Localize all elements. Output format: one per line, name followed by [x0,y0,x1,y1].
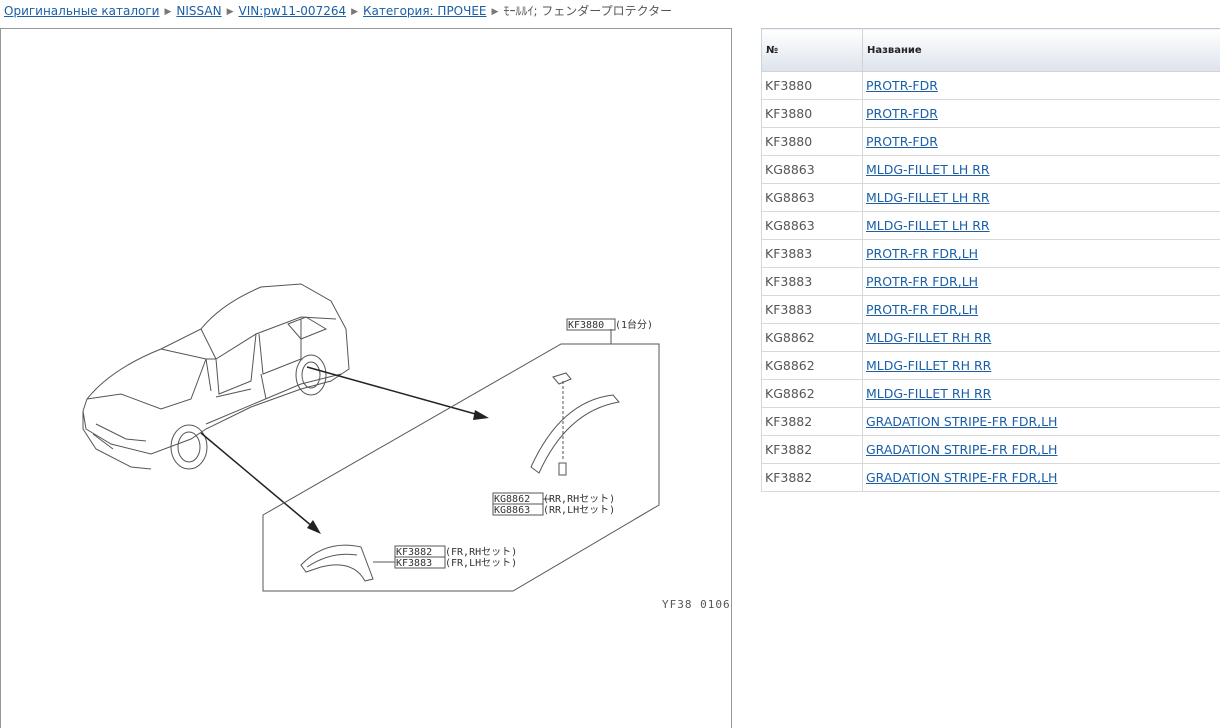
breadcrumb-separator-icon: ▶ [164,7,171,17]
part-number: KF3882 [762,408,863,436]
part-number: KG8863 [762,156,863,184]
part-number: KF3880 [762,72,863,100]
label-kg8863: KG8863 [494,505,530,516]
part-name-link[interactable]: MLDG-FILLET LH RR [866,190,990,205]
part-name-link[interactable]: GRADATION STRIPE-FR FDR,LH [866,470,1057,485]
car-illustration [83,284,349,469]
part-number: KF3880 [762,128,863,156]
part-number: KF3883 [762,296,863,324]
diagram-code: YF38 0106 [662,598,731,611]
label-kf3880-note: (1台分) [615,318,653,331]
label-kg8863-note: (RR,LHセット) [543,504,615,516]
part-number: KG8862 [762,324,863,352]
label-kf3883-note: (FR,LHセット) [445,557,517,569]
breadcrumb-separator-icon: ▶ [351,7,358,17]
breadcrumb: Оригинальные каталоги ▶ NISSAN ▶ VIN:pw11-00… [4,3,672,19]
part-number: KF3883 [762,240,863,268]
part-number: KG8863 [762,184,863,212]
label-kf3883: KF3883 [396,558,432,569]
part-number: KG8862 [762,380,863,408]
column-header-number: № [762,29,863,72]
label-kg8862-note: (RR,RHセット) [543,493,615,505]
part-name-cell: MLDG-FILLET RH RR [863,324,1220,352]
part-number: KF3882 [762,436,863,464]
part-number: KF3883 [762,268,863,296]
part-name-link[interactable]: PROTR-FR FDR,LH [866,302,978,317]
part-name-link[interactable]: PROTR-FDR [866,134,938,149]
part-name-cell: GRADATION STRIPE-FR FDR,LH [863,408,1220,436]
part-name-cell: MLDG-FILLET RH RR [863,352,1220,380]
part-name-cell: PROTR-FDR [863,72,1220,100]
part-name-link[interactable]: PROTR-FR FDR,LH [866,246,978,261]
part-name-cell: MLDG-FILLET LH RR [863,156,1220,184]
label-kf3882-note: (FR,RHセット) [445,546,517,558]
part-name-cell: PROTR-FR FDR,LH [863,240,1220,268]
part-number: KG8863 [762,212,863,240]
part-number: KF3882 [762,464,863,492]
part-name-link[interactable]: MLDG-FILLET RH RR [866,358,991,373]
breadcrumb-link-vin[interactable]: VIN:pw11-007264 [239,4,347,18]
part-name-cell: GRADATION STRIPE-FR FDR,LH [863,464,1220,492]
table-header-row: № Название [762,29,1220,72]
part-name-cell: PROTR-FDR [863,128,1220,156]
parts-diagram: KF3880 (1台分) KG8862 (RR,RHセット) KG8863 (R… [0,28,732,728]
breadcrumb-separator-icon: ▶ [227,7,234,17]
breadcrumb-link-nissan[interactable]: NISSAN [176,4,221,18]
part-name-link[interactable]: PROTR-FR FDR,LH [866,274,978,289]
part-name-link[interactable]: PROTR-FDR [866,106,938,121]
breadcrumb-separator-icon: ▶ [492,7,499,17]
label-kf3882: KF3882 [396,547,432,558]
part-name-cell: PROTR-FR FDR,LH [863,268,1220,296]
parts-diagram-drawing: KF3880 (1台分) KG8862 (RR,RHセット) KG8863 (R… [1,29,733,721]
column-header-name: Название [863,29,1220,72]
part-number: KF3880 [762,100,863,128]
label-kf3880: KF3880 [568,320,604,331]
label-kg8862: KG8862 [494,494,530,505]
part-number: KG8862 [762,352,863,380]
part-name-cell: GRADATION STRIPE-FR FDR,LH [863,436,1220,464]
part-name-cell: MLDG-FILLET RH RR [863,380,1220,408]
part-name-link[interactable]: GRADATION STRIPE-FR FDR,LH [866,442,1057,457]
part-name-cell: PROTR-FDR [863,100,1220,128]
part-name-link[interactable]: MLDG-FILLET RH RR [866,386,991,401]
part-name-cell: PROTR-FR FDR,LH [863,296,1220,324]
breadcrumb-link-catalogs[interactable]: Оригинальные каталоги [4,4,159,18]
part-name-cell: MLDG-FILLET LH RR [863,212,1220,240]
part-name-link[interactable]: PROTR-FDR [866,78,938,93]
part-name-link[interactable]: MLDG-FILLET RH RR [866,330,991,345]
breadcrumb-link-category[interactable]: Категория: ПРОЧЕЕ [363,4,486,18]
part-name-link[interactable]: GRADATION STRIPE-FR FDR,LH [866,414,1057,429]
part-name-cell: MLDG-FILLET LH RR [863,184,1220,212]
part-name-link[interactable]: MLDG-FILLET LH RR [866,162,990,177]
part-name-link[interactable]: MLDG-FILLET LH RR [866,218,990,233]
breadcrumb-current: ﾓｰﾙﾙｲ; フェンダープロテクター [503,4,672,18]
